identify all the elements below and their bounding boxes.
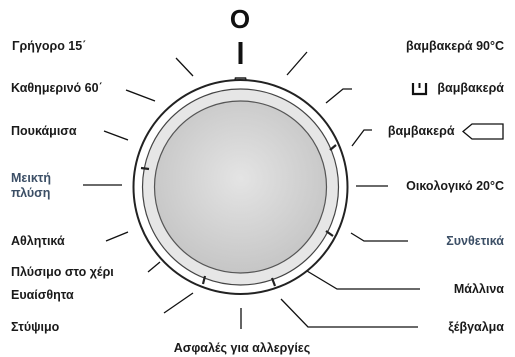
program-mixed[interactable]: Μεικτή πλύση (11, 171, 51, 201)
dial-face (153, 100, 328, 274)
tub-icon (411, 82, 428, 95)
program-cotton90[interactable]: βαμβακερά 90°C (406, 39, 504, 53)
program-spin[interactable]: Στύψιμο (11, 320, 60, 334)
on-indicator-bar (238, 42, 243, 64)
notch-wool (270, 277, 277, 287)
notch-cotton-eco (329, 144, 337, 151)
program-cotton-eco[interactable]: βαμβακερά (388, 123, 504, 140)
program-quick15[interactable]: Γρήγορο 15΄ (12, 39, 87, 53)
notch-handwash (201, 275, 207, 285)
leader-handwash (147, 261, 161, 273)
program-allergy[interactable]: Ασφαλές για αλλεργίες (173, 341, 311, 355)
program-sports[interactable]: Αθλητικά (11, 234, 65, 248)
program-cotton-label: βαμβακερά (437, 81, 504, 95)
leader-daily60 (125, 89, 156, 102)
dial-notches (140, 144, 337, 287)
off-mark: O (229, 4, 251, 34)
program-wool[interactable]: Μάλλινα (453, 282, 504, 296)
program-delicates[interactable]: Ευαίσθητα (11, 288, 74, 302)
leader-shirts (103, 130, 129, 141)
leader-cotton90 (286, 51, 308, 76)
leader-cotton-eco (351, 129, 372, 147)
tag-icon (462, 123, 504, 140)
leader-quick15 (175, 57, 194, 77)
leader-lines (83, 51, 420, 329)
program-mixed-line1: Μεικτή (11, 171, 52, 185)
leader-synthetics (350, 232, 408, 242)
program-handwash[interactable]: Πλύσιμο στο χέρι (11, 265, 114, 279)
program-cotton-eco-label: βαμβακερά (387, 123, 455, 138)
leader-rinse (280, 298, 418, 328)
notch-synthetics (325, 230, 334, 237)
notch-mixed (140, 166, 150, 171)
program-cotton[interactable]: βαμβακερά (411, 81, 504, 96)
program-shirts[interactable]: Πουκάμισα (11, 124, 77, 138)
program-daily60[interactable]: Καθημερινό 60΄ (11, 81, 103, 95)
leader-sports (105, 231, 129, 242)
program-rinse[interactable]: ξέβγαλμα (448, 320, 504, 334)
program-synthetics[interactable]: Συνθετικά (446, 234, 504, 248)
leader-spin (163, 292, 194, 314)
leader-wool (306, 270, 420, 290)
program-mixed-line2: πλύση (11, 186, 51, 200)
leader-cotton (325, 88, 352, 104)
program-eco20[interactable]: Οικολογικό 20°C (406, 179, 504, 193)
